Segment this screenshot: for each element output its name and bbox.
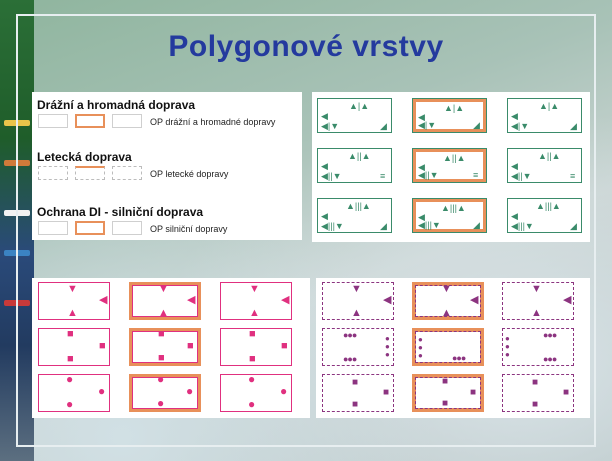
green-cell-orange: ▲|||▲◀◀|||▼◢: [412, 198, 487, 233]
magenta-cell-triangle: ▼▲◀: [38, 282, 110, 320]
legend-swatch-air-plain: [38, 166, 68, 180]
green-cell: ▲||▲◀◀||▼≡: [317, 148, 392, 183]
magenta-cell-circle: ●●●: [38, 373, 110, 412]
green-cell-orange: ▲|▲◀◀|▼◢: [412, 98, 487, 133]
magenta-symbols-panel: ▼▲◀ ▼▲◀ ▼▲◀ ■■■ ■■■ ■■■ ●●● ●●● ●●●: [32, 278, 310, 418]
slide-frame: [16, 14, 596, 447]
magenta-cell-triangle-orange: ▼▲◀: [129, 282, 201, 320]
legend-label-rail: OP drážní a hromadné dopravy: [150, 117, 276, 127]
magenta-cell-square: ■■■: [38, 328, 110, 366]
purple-cell-triangle: ▼▲◀: [502, 282, 574, 320]
legend-swatch-rail-plain: [38, 114, 68, 128]
purple-cell-dots-orange: ●●●●●●: [412, 328, 484, 366]
legend-swatch-air-plain-2: [112, 166, 142, 180]
magenta-cell-triangle: ▼▲◀: [220, 282, 292, 320]
magenta-cell-circle: ●●●: [220, 373, 292, 412]
legend-swatch-road-orange: [75, 221, 105, 235]
legend-label-air: OP letecké dopravy: [150, 169, 229, 179]
green-symbols-panel: ▲|▲◀◀|▼◢ ▲|▲◀◀|▼◢ ▲|▲◀◀|▼◢ ▲||▲◀◀||▼≡ ▲|…: [312, 92, 590, 242]
purple-cell-square-orange: ■■■: [412, 374, 484, 412]
legend-heading-air: Letecká doprava: [37, 150, 132, 164]
purple-symbols-panel: ▼▲◀ ▼▲◀ ▼▲◀ ●●●●●●●●● ●●●●●● ●●●●●●●●● ■…: [316, 278, 590, 418]
slide-title: Polygonové vrstvy: [168, 30, 444, 63]
legend-panel: Drážní a hromadná doprava OP drážní a hr…: [32, 92, 302, 240]
magenta-cell-circle-orange: ●●●: [129, 373, 201, 412]
purple-cell-triangle: ▼▲◀: [322, 282, 394, 320]
green-cell: ▲|▲◀◀|▼◢: [317, 98, 392, 133]
legend-swatch-rail-plain-2: [112, 114, 142, 128]
green-cell: ▲|▲◀◀|▼◢: [507, 98, 582, 133]
legend-heading-rail: Drážní a hromadná doprava: [37, 98, 196, 112]
green-cell: ▲||▲◀◀||▼≡: [507, 148, 582, 183]
purple-cell-square: ■■■: [322, 374, 394, 412]
green-cell: ▲|||▲◀◀|||▼◢: [317, 198, 392, 233]
legend-heading-road: Ochrana DI - silniční doprava: [37, 205, 204, 219]
legend-swatch-air-orange: [75, 166, 105, 180]
purple-cell-dots: ●●●●●●●●●: [322, 328, 394, 366]
legend-swatch-road-plain: [38, 221, 68, 235]
purple-cell-dots: ●●●●●●●●●: [502, 328, 574, 366]
green-cell: ▲|||▲◀◀|||▼◢: [507, 198, 582, 233]
legend-swatch-road-plain-2: [112, 221, 142, 235]
green-cell-orange: ▲||▲◀◀||▼≡: [412, 148, 487, 183]
purple-cell-square: ■■■: [502, 374, 574, 412]
magenta-cell-square-orange: ■■■: [129, 328, 201, 366]
purple-cell-triangle-orange: ▼▲◀: [412, 282, 484, 320]
legend-label-road: OP silniční dopravy: [150, 224, 228, 234]
legend-swatch-rail-orange: [75, 114, 105, 128]
magenta-cell-square: ■■■: [220, 328, 292, 366]
